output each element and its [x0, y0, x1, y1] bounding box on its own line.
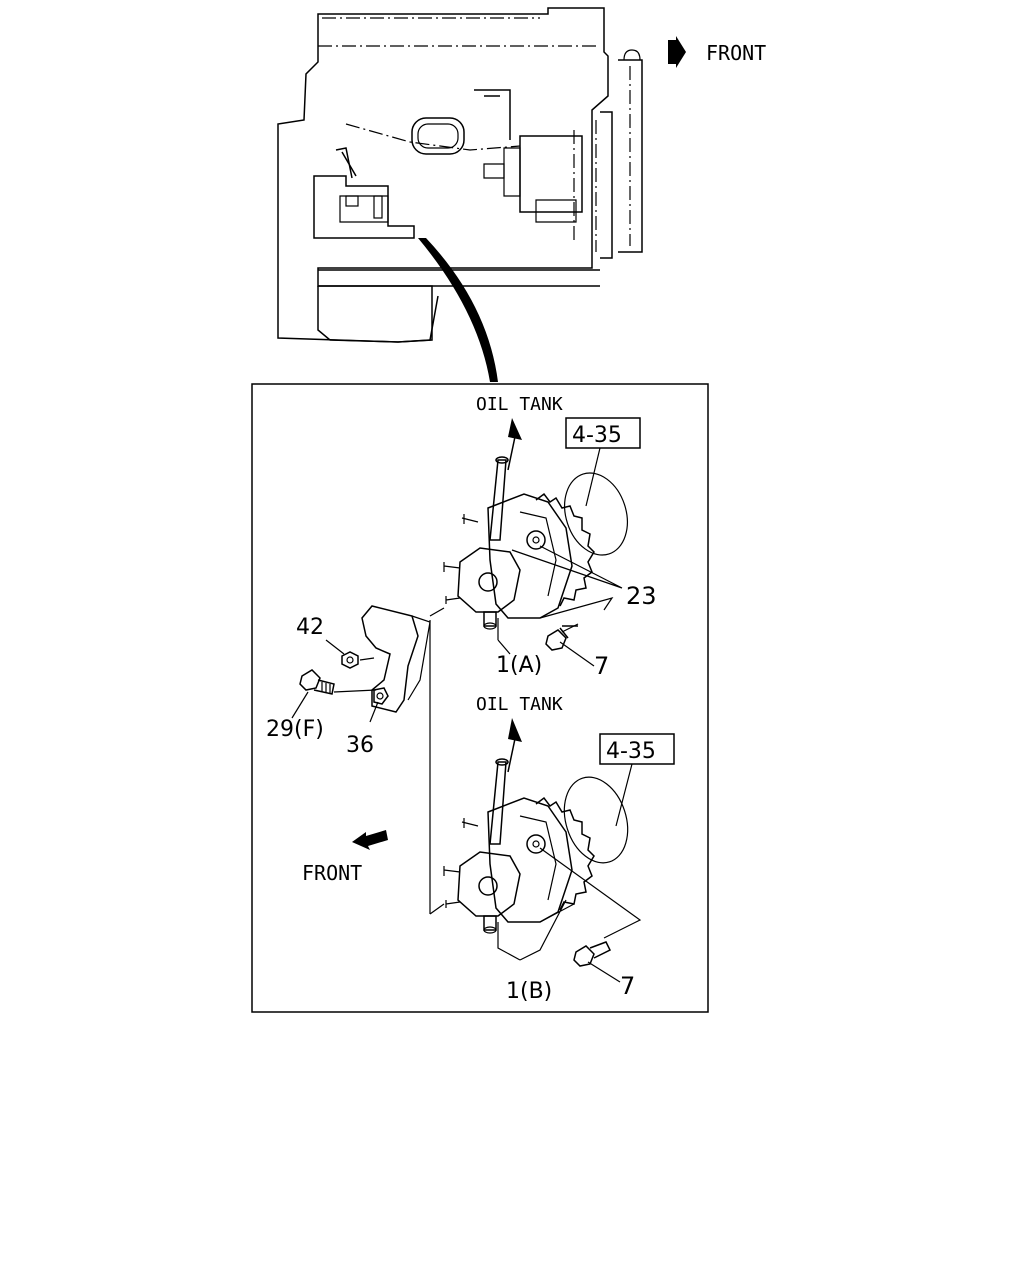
ref-label-a: 4-35 — [572, 423, 622, 448]
bracket-assembly — [291, 605, 445, 915]
detail-leader-swoosh — [418, 238, 498, 382]
callout-29f: 29(F) — [266, 717, 324, 742]
front-arrow-detail: FRONT — [302, 830, 388, 885]
ref-label-b: 4-35 — [606, 739, 656, 764]
ref-box-a — [565, 417, 641, 449]
front-label-detail: FRONT — [302, 861, 362, 885]
callout-42: 42 — [296, 615, 324, 640]
pump-assembly-a: OIL TANK 4-35 — [443, 394, 641, 667]
detail-frame — [251, 383, 709, 1013]
ref-box-b — [599, 733, 675, 765]
callout-36: 36 — [346, 733, 374, 758]
callout-7a: 7 — [594, 652, 609, 680]
pump-location-inset — [313, 147, 415, 239]
callout-23: 23 — [626, 582, 657, 610]
front-label-top: FRONT — [706, 41, 766, 65]
front-arrow-icon — [668, 36, 686, 68]
callout-1a: 1(A) — [496, 653, 542, 678]
callout-1b: 1(B) — [506, 979, 552, 1004]
oil-tank-arrow-b — [508, 718, 522, 742]
oil-tank-label-b: OIL TANK — [476, 694, 563, 715]
pump-assembly-b: OIL TANK 4-35 — [443, 694, 675, 983]
callout-7b: 7 — [620, 972, 635, 1000]
front-arrow-top: FRONT — [668, 36, 766, 68]
oil-tank-arrow-a — [508, 418, 522, 440]
engine-overview — [277, 7, 643, 382]
front-arrow-detail-icon — [352, 830, 388, 850]
oil-tank-label-a: OIL TANK — [476, 394, 563, 415]
